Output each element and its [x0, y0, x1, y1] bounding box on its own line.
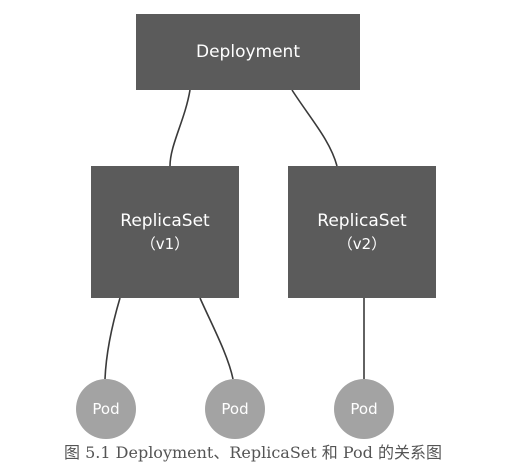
replicaset-v1-version: （v1）	[140, 235, 190, 253]
figure-caption: 图 5.1 Deployment、ReplicaSet 和 Pod 的关系图	[64, 443, 442, 462]
replicaset-v1-node: ReplicaSet （v1）	[91, 166, 239, 298]
pod-node-2: Pod	[205, 379, 265, 439]
link-rs1-pod2	[199, 297, 234, 380]
link-deployment-rs1	[169, 89, 191, 167]
replicaset-v2-version: （v2）	[337, 235, 387, 253]
pod-label-2: Pod	[221, 400, 249, 418]
replicaset-v1-label: ReplicaSet	[120, 211, 210, 231]
pod-node-3: Pod	[334, 379, 394, 439]
deployment-node: Deployment	[136, 14, 360, 90]
deployment-label: Deployment	[196, 42, 300, 62]
replicaset-v2-label: ReplicaSet	[317, 211, 407, 231]
pod-label-1: Pod	[92, 400, 120, 418]
pod-node-1: Pod	[76, 379, 136, 439]
link-rs1-pod1	[104, 297, 121, 380]
link-deployment-rs2	[291, 89, 338, 167]
replicaset-v2-node: ReplicaSet （v2）	[288, 166, 436, 298]
pod-label-3: Pod	[350, 400, 378, 418]
